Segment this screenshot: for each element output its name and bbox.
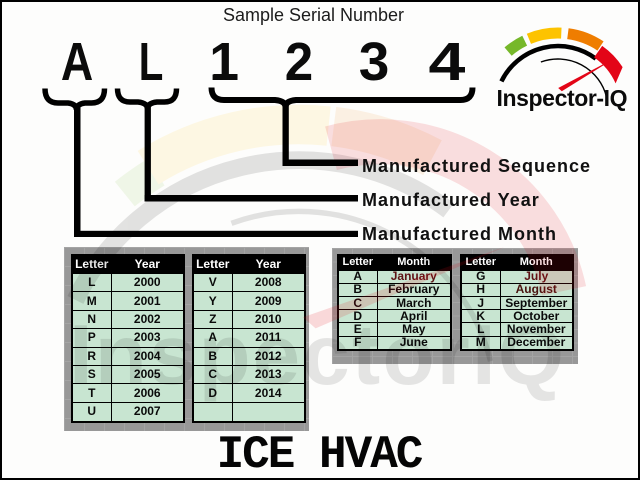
svg-text:Inspector-IQ: Inspector-IQ <box>497 85 628 111</box>
